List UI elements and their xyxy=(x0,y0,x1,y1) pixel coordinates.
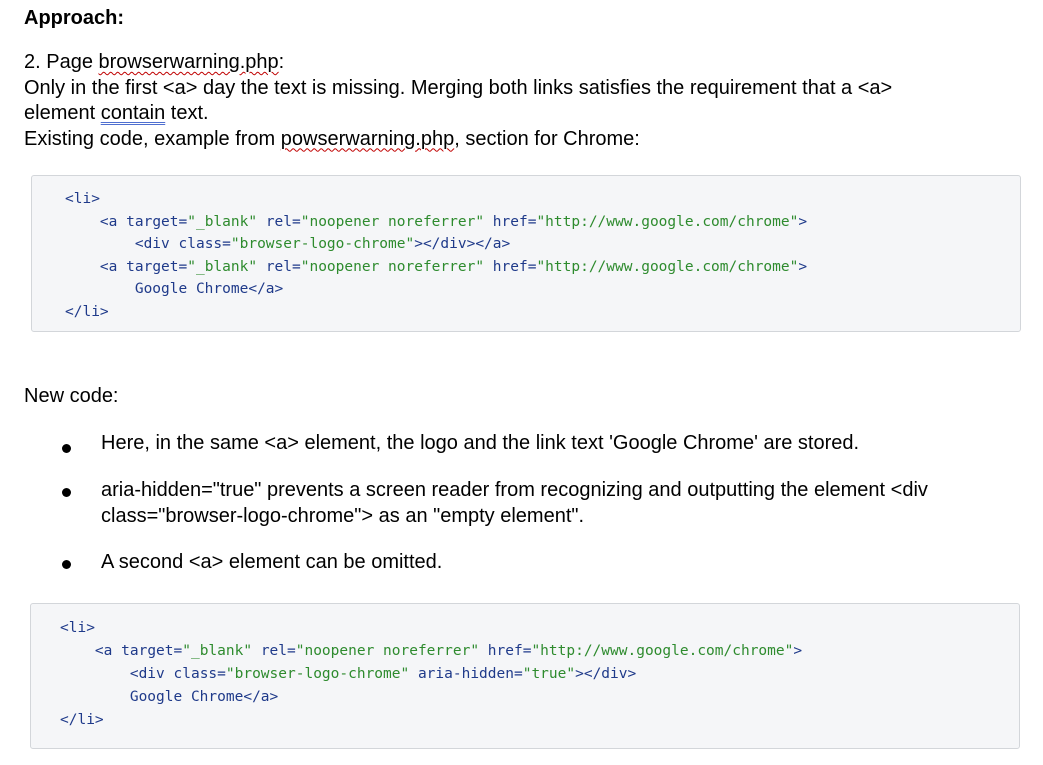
list-item-text: Here, in the same <a> element, the logo … xyxy=(101,432,860,454)
filename-browserwarning: browserwarning.php xyxy=(98,51,279,73)
code-a-open: <a xyxy=(99,258,127,275)
code-value: "noopener noreferrer" xyxy=(300,213,485,230)
code-line: <a target="_blank" rel="noopener norefer… xyxy=(65,211,807,234)
code-value: "noopener noreferrer" xyxy=(295,643,480,659)
code-gt: > xyxy=(798,258,808,275)
existing-code-block: <li> <a target="_blank" rel="noopener no… xyxy=(31,175,1021,332)
list-item-text: A second <a> element can be omitted. xyxy=(101,551,443,573)
grammar-flag-contain: contain xyxy=(100,102,166,124)
code-value: "true" xyxy=(522,666,576,682)
code-attr: class= xyxy=(173,666,226,682)
new-code-block: <li> <a target="_blank" rel="noopener no… xyxy=(30,603,1020,749)
code-line: <a target="_blank" rel="noopener norefer… xyxy=(65,256,807,279)
code-line: <li> xyxy=(60,617,802,640)
code-line: </li> xyxy=(60,709,802,732)
code-attr: aria-hidden= xyxy=(417,666,523,682)
new-code-label: New code: xyxy=(24,385,119,407)
intro-line-1-prefix: 2. Page xyxy=(24,51,99,73)
intro-line-4-suffix: , section for Chrome: xyxy=(454,127,640,150)
code-value: "_blank" xyxy=(187,213,258,230)
code-attr: target= xyxy=(126,213,188,230)
intro-line-1-suffix: : xyxy=(278,51,285,73)
code-attr: rel= xyxy=(265,258,301,275)
intro-line-1: 2. Page browserwarning.php: xyxy=(24,50,1024,76)
bullet-dot xyxy=(62,488,71,497)
code-attr: target= xyxy=(126,258,188,275)
code-gt: > xyxy=(793,643,803,659)
code-attr: target= xyxy=(121,643,183,659)
code-value: "noopener noreferrer" xyxy=(300,258,485,275)
code-attr: href= xyxy=(487,643,532,659)
list-item-text: aria-hidden="true" prevents a screen rea… xyxy=(101,479,928,527)
code-value: "browser-logo-chrome" xyxy=(225,666,410,682)
code-value: "_blank" xyxy=(182,643,253,659)
intro-line-4: Existing code, example from powserwarnin… xyxy=(24,127,1024,153)
code-attr: href= xyxy=(492,258,537,275)
bullet-dot xyxy=(62,444,71,453)
code-a-close: </a> xyxy=(243,689,279,705)
code-a-open: <a xyxy=(94,643,122,659)
code-value: "http://www.google.com/chrome" xyxy=(531,643,794,659)
bullet-dot xyxy=(62,560,71,569)
filename-powserwarning: powserwarning.php xyxy=(280,127,455,150)
code-a-close: </a> xyxy=(248,281,284,297)
code-attr: rel= xyxy=(265,213,301,230)
intro-line-3-prefix: element xyxy=(24,102,101,124)
code-value: "http://www.google.com/chrome" xyxy=(536,258,799,275)
code-line: </li> xyxy=(65,301,807,324)
code-link-text: Google Chrome xyxy=(134,281,249,297)
intro-line-3-suffix: text. xyxy=(165,102,209,124)
code-line: <div class="browser-logo-chrome"></div><… xyxy=(65,233,807,256)
code-a-open: <a xyxy=(99,213,127,230)
intro-line-2: Only in the first <a> day the text is mi… xyxy=(24,76,893,99)
code-line: <li> xyxy=(65,188,807,211)
code-div-close: ></div></a> xyxy=(414,236,511,252)
code-value: "browser-logo-chrome" xyxy=(230,236,415,252)
section-heading: Approach: xyxy=(24,7,124,29)
code-value: "_blank" xyxy=(187,258,258,275)
code-div-open: <div xyxy=(129,666,174,682)
code-li-close: </li> xyxy=(65,303,109,320)
code-li-open: <li> xyxy=(65,191,100,207)
code-value: "http://www.google.com/chrome" xyxy=(536,213,799,230)
intro-line-3: element contain text. xyxy=(24,101,1024,127)
code-line: Google Chrome</a> xyxy=(65,278,807,301)
code-attr: href= xyxy=(492,213,537,230)
code-div-close: ></div> xyxy=(575,666,637,682)
code-line: <a target="_blank" rel="noopener norefer… xyxy=(60,640,802,663)
code-line: <div class="browser-logo-chrome" aria-hi… xyxy=(60,663,802,686)
code-li-close: </li> xyxy=(60,712,104,728)
code-link-text: Google Chrome xyxy=(129,689,244,705)
code-attr: rel= xyxy=(260,643,296,659)
intro-line-4-prefix: Existing code, example from xyxy=(24,127,281,150)
code-li-open: <li> xyxy=(60,620,95,636)
code-gt: > xyxy=(798,213,808,230)
code-div-open: <div xyxy=(134,236,179,252)
intro-paragraph: 2. Page browserwarning.php: Only in the … xyxy=(24,50,1024,152)
code-line: Google Chrome</a> xyxy=(60,686,802,709)
code-attr: class= xyxy=(178,236,231,252)
